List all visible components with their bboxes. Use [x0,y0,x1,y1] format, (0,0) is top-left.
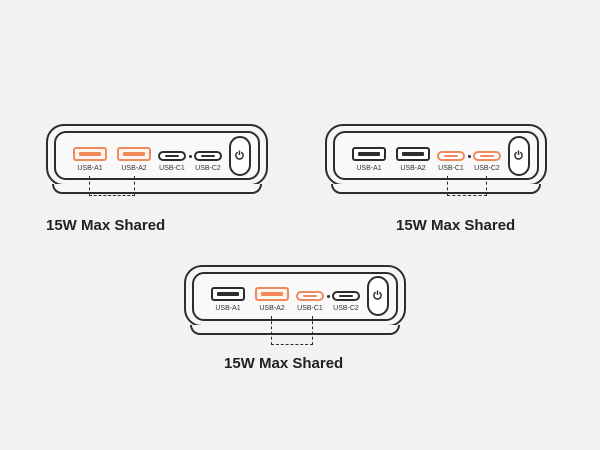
power-bank-foot [52,184,262,194]
usb-c2-label: USB-C2 [333,305,359,312]
usb-a1-label: USB-A1 [77,165,103,172]
usb-c1-label: USB-C1 [159,165,185,172]
usb-c1-port [158,151,186,161]
power-icon [514,150,523,160]
power-bank-panel-2: USB-A1 USB-A2 USB-C1 USB-C2 15W Max Shar… [325,124,555,239]
shared-power-caption: 15W Max Shared [46,217,166,234]
power-icon [373,290,382,300]
usb-a1-label: USB-A1 [356,165,382,172]
power-bank-panel-1: USB-A1 USB-A2 USB-C1 USB-C2 15W Max Shar… [46,124,276,239]
usb-a1-port [73,147,107,161]
usb-c1-label: USB-C1 [297,305,323,312]
usb-c2-label: USB-C2 [195,165,221,172]
usb-a1-port [352,147,386,161]
power-button [229,136,251,176]
usb-a2-label: USB-A2 [259,305,285,312]
usb-c1-port [437,151,465,161]
separator-dot [468,155,471,158]
shared-bracket [447,176,487,196]
usb-a2-label: USB-A2 [400,165,426,172]
power-icon [235,150,244,160]
usb-c1-label: USB-C1 [438,165,464,172]
separator-dot [327,295,330,298]
power-bank-foot [331,184,541,194]
usb-a2-port [396,147,430,161]
power-button [508,136,530,176]
usb-c2-port [473,151,501,161]
separator-dot [189,155,192,158]
usb-a2-label: USB-A2 [121,165,147,172]
usb-c2-port [332,291,360,301]
usb-a2-port [255,287,289,301]
shared-power-caption: 15W Max Shared [396,217,516,234]
usb-c2-label: USB-C2 [474,165,500,172]
shared-bracket [271,316,313,345]
usb-c1-port [296,291,324,301]
usb-a2-port [117,147,151,161]
usb-a1-label: USB-A1 [215,305,241,312]
power-bank-panel-3: USB-A1 USB-A2 USB-C1 USB-C2 15W Max Shar… [184,265,414,380]
usb-a1-port [211,287,245,301]
power-button [367,276,389,316]
usb-c2-port [194,151,222,161]
shared-power-caption: 15W Max Shared [224,355,344,372]
shared-bracket [89,176,135,196]
